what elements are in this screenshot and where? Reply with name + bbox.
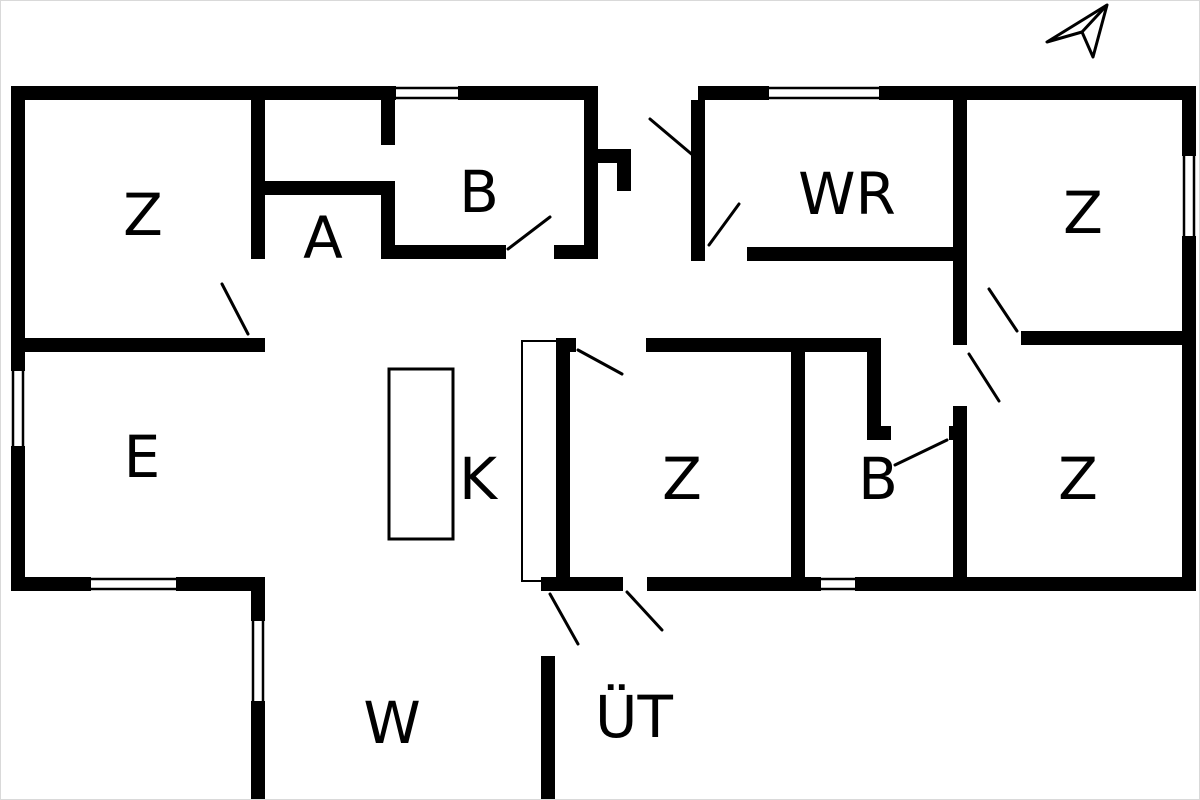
wall-segment [584, 100, 598, 259]
thin-details [521, 340, 559, 582]
walls [11, 86, 1196, 799]
wall-segment [541, 577, 623, 591]
door-swings [220, 117, 1019, 646]
wall-segment [1182, 100, 1196, 156]
wall-segment [458, 86, 598, 100]
wall-segment [176, 577, 265, 591]
wall-segment [381, 195, 395, 245]
wall-segment [556, 352, 570, 577]
door-swing-ut [625, 590, 664, 632]
wall-segment [251, 100, 265, 181]
wall-segment [1021, 331, 1196, 345]
room-labels: Z A B WR Z E K Z B Z W ÜT [123, 158, 1103, 757]
window [11, 371, 25, 446]
wall-segment [541, 656, 555, 799]
room-label-b-top: B [459, 158, 499, 226]
door-swing-z-top-left [220, 282, 250, 336]
wall-segment [11, 100, 25, 371]
door-swing-z-bottom-right [967, 352, 1001, 403]
door-swing-z-top-right [987, 287, 1019, 333]
room-label-b-middle: B [858, 445, 898, 513]
wall-segment [251, 195, 265, 259]
wall-segment [251, 591, 265, 621]
window [821, 577, 855, 591]
room-label-k: K [459, 445, 499, 513]
wall-segment [881, 426, 891, 440]
room-label-w: W [363, 689, 420, 757]
wall-segment [556, 338, 576, 352]
room-label-wr: WR [798, 160, 896, 228]
window [769, 86, 879, 100]
door-swing-b-middle [893, 438, 949, 467]
pocket-door-line [521, 340, 559, 582]
wall-segment [953, 100, 967, 345]
wall-segment [381, 245, 506, 259]
wall-segment [617, 149, 631, 191]
wall-segment [747, 247, 967, 261]
wall-segment [251, 701, 265, 799]
room-label-z-top-right: Z [1063, 179, 1103, 247]
wall-segment [11, 577, 91, 591]
door-swing-w-terrace [548, 592, 580, 646]
room-label-z-middle: Z [662, 445, 702, 513]
wall-segment [867, 352, 881, 440]
wall-segment [11, 446, 25, 591]
wall-segment [953, 406, 967, 577]
wall-segment [1182, 236, 1196, 577]
door-swing-entrance [648, 117, 697, 159]
window [396, 86, 458, 100]
door-swing-wr [707, 202, 741, 247]
wall-segment [251, 181, 395, 195]
room-label-a: A [303, 204, 343, 272]
window [1182, 156, 1196, 236]
kitchen-island [387, 367, 455, 541]
wall-segment [647, 577, 821, 591]
room-label-e: E [124, 423, 161, 491]
wall-segment [855, 577, 1196, 591]
wall-segment [381, 100, 395, 145]
wall-segment [11, 338, 265, 352]
door-swing-b-top [506, 215, 552, 251]
wall-segment [698, 86, 769, 100]
door-swing-z-middle [576, 348, 624, 376]
room-label-z-bottom-right: Z [1058, 445, 1098, 513]
room-label-z-top-left: Z [123, 181, 163, 249]
windows [11, 86, 1196, 701]
wall-segment [879, 86, 1196, 100]
wall-segment [11, 86, 396, 100]
window [251, 621, 265, 701]
window [91, 577, 176, 591]
north-arrow-icon [1045, 3, 1109, 59]
room-label-ut: ÜT [595, 683, 673, 751]
wall-segment [691, 100, 705, 261]
wall-segment [646, 338, 881, 352]
wall-segment [791, 352, 805, 577]
